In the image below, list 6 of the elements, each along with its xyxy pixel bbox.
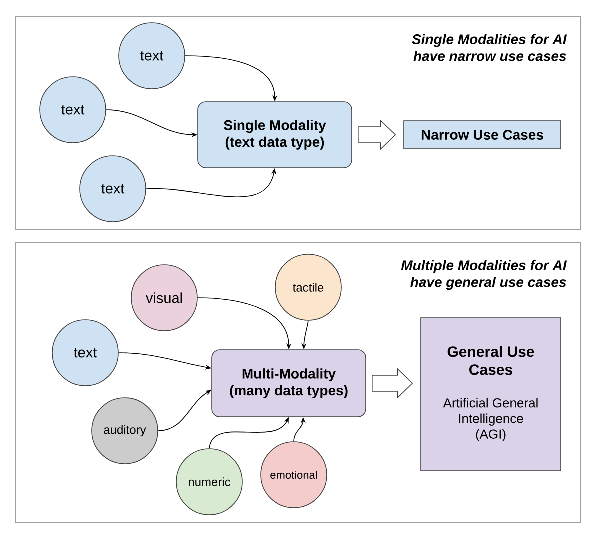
output-box: Narrow Use Cases (404, 120, 562, 150)
process-box: Multi-Modality (many data types) (212, 350, 366, 418)
block-arrow (358, 120, 396, 150)
output-box: General Use Cases Artificial General Intelligence (AGI) (420, 318, 562, 472)
process-box: Single Modality (text data type) (198, 102, 352, 168)
block-arrow (372, 368, 414, 399)
